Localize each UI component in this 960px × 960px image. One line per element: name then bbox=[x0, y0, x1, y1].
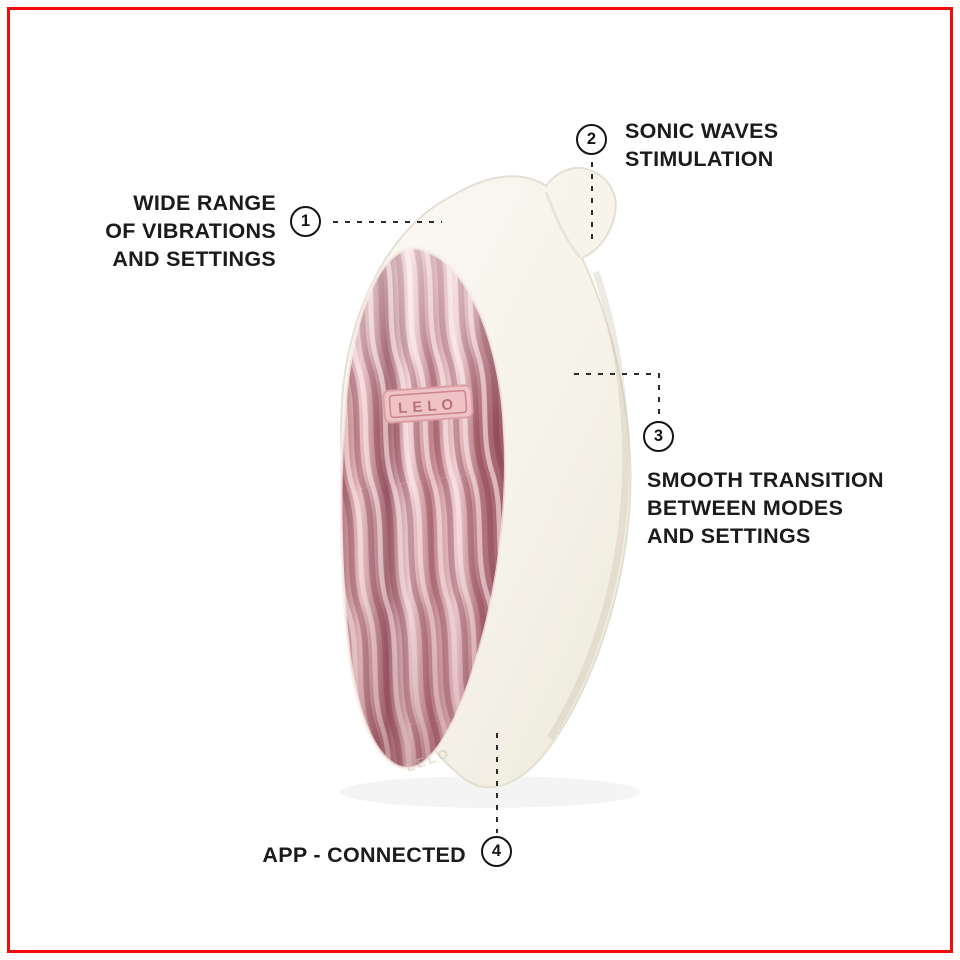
callout-1-label: WIDE RANGE OF VIBRATIONS AND SETTINGS bbox=[86, 189, 276, 273]
callout-4-number: 4 bbox=[491, 842, 502, 860]
callout-3-line-3: AND SETTINGS bbox=[647, 524, 811, 548]
logo-plaque-text: LELO bbox=[398, 396, 459, 417]
device-shadow bbox=[340, 776, 640, 808]
callout-1-badge: 1 bbox=[290, 206, 321, 237]
callout-1-line-1: WIDE RANGE bbox=[133, 191, 276, 215]
nozzle-crease bbox=[544, 191, 582, 259]
body-shading bbox=[547, 270, 630, 740]
callout-3-line-2: BETWEEN MODES bbox=[647, 496, 844, 520]
rose-gold-face bbox=[339, 246, 507, 770]
callout-2-line-2: STIMULATION bbox=[625, 147, 774, 171]
logo-plaque: LELO bbox=[382, 384, 474, 424]
callout-2-number: 2 bbox=[586, 130, 597, 148]
callout-3-line-1: SMOOTH TRANSITION bbox=[647, 468, 884, 492]
callout-3-label: SMOOTH TRANSITION BETWEEN MODES AND SETT… bbox=[647, 466, 884, 550]
callout-1-line-3: AND SETTINGS bbox=[112, 247, 276, 271]
callout-4-badge: 4 bbox=[481, 836, 512, 867]
callout-1-number: 1 bbox=[300, 212, 311, 230]
callout-2-badge: 2 bbox=[576, 124, 607, 155]
callout-2-line-1: SONIC WAVES bbox=[625, 119, 779, 143]
callout-4-label: APP - CONNECTED bbox=[238, 841, 466, 869]
callout-2-label: SONIC WAVES STIMULATION bbox=[625, 117, 778, 173]
callout-3-line bbox=[574, 373, 660, 418]
callout-3-number: 3 bbox=[653, 427, 664, 445]
callout-1-line-2: OF VIBRATIONS bbox=[105, 219, 276, 243]
callout-3-badge: 3 bbox=[643, 421, 674, 452]
callout-4-line-1: APP - CONNECTED bbox=[262, 843, 466, 867]
